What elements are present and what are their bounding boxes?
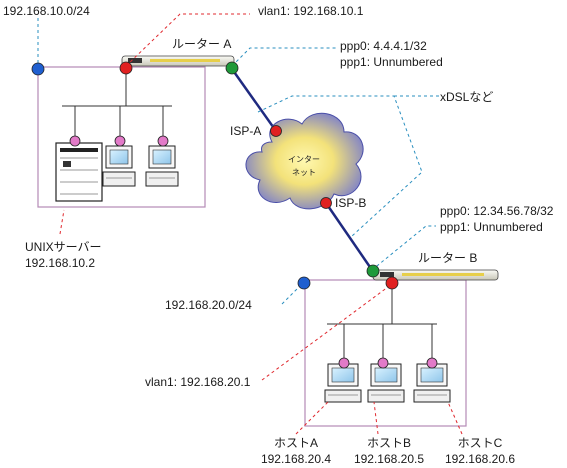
isp-a-dot (270, 125, 282, 137)
router-b-ppp0-label: ppp0: 12.34.56.78/32 (440, 204, 554, 218)
host-c-pc-icon (413, 363, 451, 403)
pc-a2-port-dot (157, 135, 169, 147)
router-b-vlan1-label: vlan1: 192.168.20.1 (145, 375, 251, 389)
segment-b-dot (297, 276, 311, 290)
isp-b-dot (320, 197, 332, 209)
host-a-pc-icon (324, 363, 362, 403)
host-a-ip: 192.168.20.4 (261, 452, 331, 466)
server-name-label: UNIXサーバー (25, 240, 102, 254)
wan-link-a (230, 68, 278, 132)
segment-a-label: 192.168.10.0/24 (3, 4, 90, 18)
pc-a1-icon (102, 145, 136, 187)
pc-a1-port-dot (114, 135, 126, 147)
router-b-ppp1-label: ppp1: Unnumbered (440, 220, 543, 234)
router-b-label: ルーター B (418, 251, 477, 265)
router-b-ppp-dot (366, 264, 380, 278)
host-b-port-dot (377, 357, 389, 369)
lan-b-boundary (304, 279, 467, 427)
host-c-name: ホストC (458, 436, 503, 450)
internet-cloud-icon (245, 112, 364, 210)
host-a-name: ホストA (274, 436, 318, 450)
router-a-ppp1-label: ppp1: Unnumbered (340, 55, 443, 69)
router-a-vlan1-label: vlan1: 192.168.10.1 (258, 4, 364, 18)
router-b-vlan1-dot (385, 276, 399, 290)
host-b-name: ホストB (367, 436, 411, 450)
host-b-ip: 192.168.20.5 (354, 452, 424, 466)
segment-a-dot (31, 62, 45, 76)
host-c-port-dot (426, 357, 438, 369)
server-port-dot (69, 135, 81, 147)
isp-a-label: ISP-A (230, 124, 261, 138)
wan-link-b (324, 202, 374, 271)
router-a-label: ルーター A (172, 37, 231, 51)
router-a-ppp-dot (225, 61, 239, 75)
host-b-pc-icon (367, 363, 405, 403)
cloud-label-2: ネット (292, 168, 316, 177)
host-c-ip: 192.168.20.6 (445, 452, 515, 466)
server-ip-label: 192.168.10.2 (25, 256, 95, 270)
host-a-port-dot (338, 357, 350, 369)
isp-b-label: ISP-B (335, 196, 366, 210)
xdsl-label: xDSLなど (440, 90, 493, 104)
router-a-vlan1-dot (119, 61, 133, 75)
router-a (121, 55, 235, 67)
pc-a2-icon (145, 145, 179, 187)
router-a-ppp0-label: ppp0: 4.4.4.1/32 (340, 39, 427, 53)
segment-b-label: 192.168.20.0/24 (165, 298, 252, 312)
unix-server-icon (55, 142, 103, 202)
cloud-label-1: インター (288, 155, 320, 164)
